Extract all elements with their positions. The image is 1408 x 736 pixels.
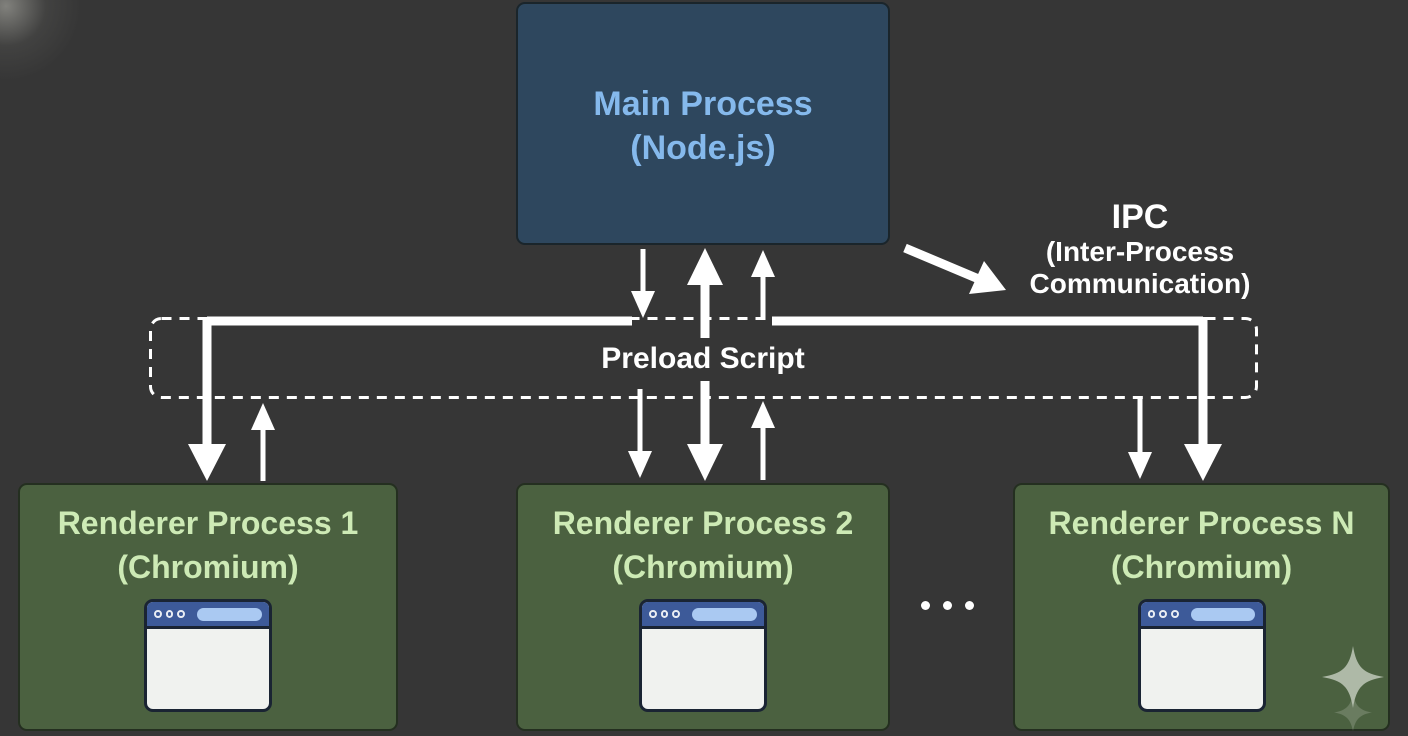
ellipsis-dot bbox=[921, 601, 930, 610]
window-dot-icon bbox=[1147, 610, 1156, 618]
window-dot-icon bbox=[1170, 610, 1179, 618]
browser-window-icon bbox=[639, 599, 767, 712]
browser-titlebar bbox=[642, 602, 764, 629]
browser-titlebar bbox=[1140, 602, 1263, 629]
renderer-1-title: Renderer Process 1 bbox=[57, 505, 359, 541]
ipc-subtitle-line1: (Inter-Process bbox=[1045, 236, 1235, 267]
main-process-box: Main Process (Node.js) bbox=[516, 2, 890, 245]
ipc-title: IPC bbox=[1111, 198, 1169, 236]
window-dot-icon bbox=[649, 610, 657, 618]
renderer-n-title: Renderer Process N bbox=[1048, 505, 1355, 541]
three-dots-ellipsis-icon bbox=[921, 601, 974, 610]
ellipsis-dot bbox=[943, 601, 952, 610]
window-dot-icon bbox=[177, 610, 186, 618]
ellipsis-dot bbox=[965, 601, 974, 610]
renderer-n-subtitle: (Chromium) bbox=[1110, 549, 1293, 585]
address-bar-pill bbox=[1190, 607, 1256, 621]
ipc-subtitle-line2: Communication) bbox=[1029, 268, 1251, 299]
renderer-1-subtitle: (Chromium) bbox=[117, 549, 299, 585]
address-bar-pill bbox=[692, 607, 757, 621]
address-bar-pill bbox=[197, 607, 262, 621]
ipc-annotation: IPC (Inter-Process Communication) bbox=[1015, 198, 1265, 300]
window-dot-icon bbox=[154, 610, 162, 618]
renderer-2-subtitle: (Chromium) bbox=[612, 549, 794, 585]
ipc-thick-channel bbox=[202, 243, 1208, 481]
browser-window-icon bbox=[144, 599, 272, 712]
renderer-process-n-box: Renderer Process N (Chromium) bbox=[1013, 483, 1390, 731]
window-dot-icon bbox=[165, 610, 174, 618]
main-process-subtitle: (Node.js) bbox=[630, 129, 776, 167]
renderer-process-2-box: Renderer Process 2 (Chromium) bbox=[516, 483, 890, 731]
four-point-star-sparkle-icon bbox=[1322, 646, 1384, 731]
preload-script-label: Preload Script bbox=[601, 342, 805, 375]
browser-titlebar bbox=[147, 602, 269, 629]
browser-window-icon bbox=[1137, 599, 1266, 712]
window-dot-icon bbox=[660, 610, 669, 618]
main-process-title: Main Process bbox=[593, 85, 813, 123]
renderer-process-1-box: Renderer Process 1 (Chromium) bbox=[18, 483, 398, 731]
window-dot-icon bbox=[672, 610, 681, 618]
renderer-2-title: Renderer Process 2 bbox=[552, 505, 854, 541]
arrowheads bbox=[188, 248, 1222, 481]
window-dot-icon bbox=[1159, 610, 1167, 618]
